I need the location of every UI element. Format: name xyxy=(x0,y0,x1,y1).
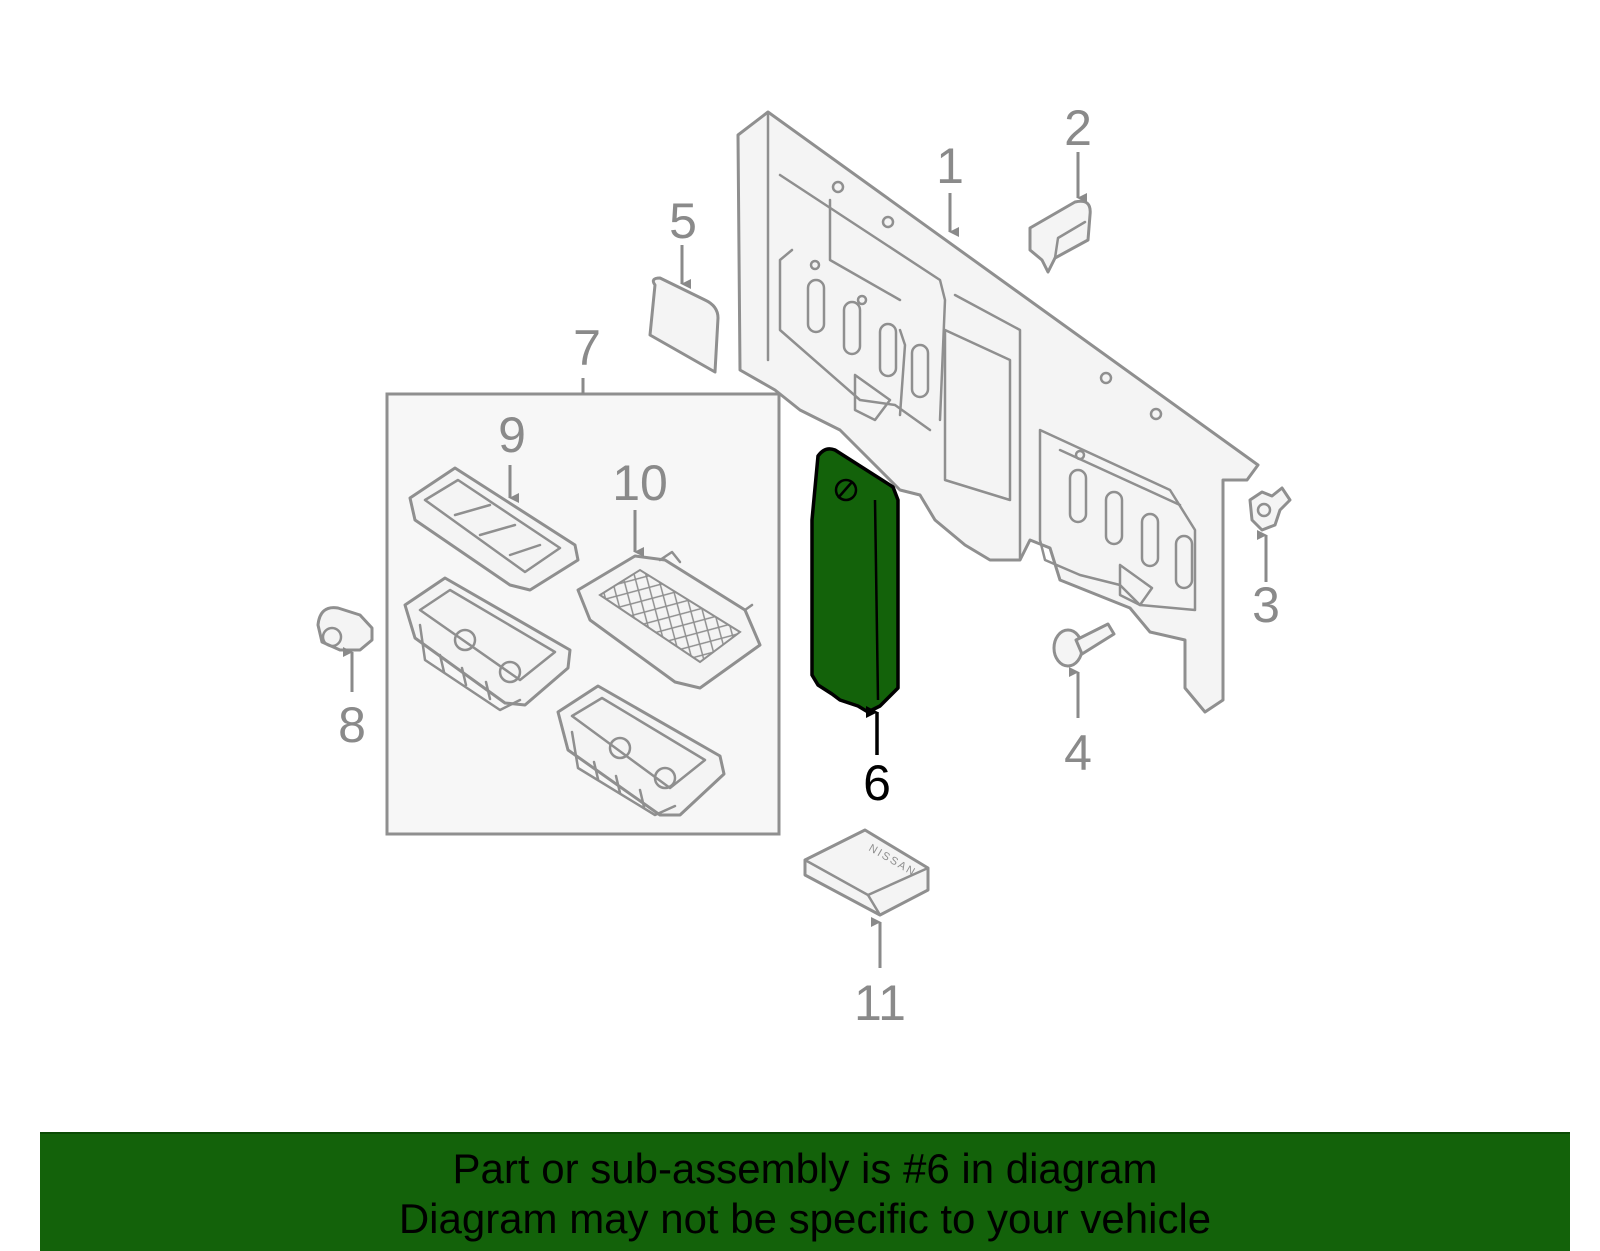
nissan-box-part-11: NISSAN xyxy=(803,828,930,917)
storage-bin-part xyxy=(403,576,572,712)
mesh-tray-part-10 xyxy=(576,550,762,690)
clip-part-8 xyxy=(316,606,374,652)
cover-panel-part xyxy=(648,276,720,374)
callout-6-highlighted: 6 xyxy=(863,755,891,811)
banner-part-info: Part or sub-assembly is #6 in diagram xyxy=(452,1145,1158,1192)
tray-part-9 xyxy=(408,466,580,592)
callout-2: 2 xyxy=(1064,100,1092,156)
callout-4: 4 xyxy=(1064,725,1092,781)
back-panel-part xyxy=(736,110,1260,714)
screw-part xyxy=(1052,622,1116,668)
callout-1: 1 xyxy=(936,138,964,194)
callout-7: 7 xyxy=(573,320,601,376)
bracket-clip-part xyxy=(1028,199,1092,274)
callout-9: 9 xyxy=(498,407,526,463)
callout-3: 3 xyxy=(1252,577,1280,633)
push-clip-part xyxy=(1248,486,1292,532)
banner-disclaimer: Diagram may not be specific to your vehi… xyxy=(398,1195,1212,1242)
trim-panel-part-highlighted xyxy=(810,447,900,714)
callout-11: 11 xyxy=(854,975,906,1031)
storage-bin-part-lower xyxy=(556,684,726,817)
callout-10: 10 xyxy=(612,455,668,511)
callout-8: 8 xyxy=(338,697,366,753)
callout-5: 5 xyxy=(669,193,697,249)
info-banner: Part or sub-assembly is #6 in diagram Di… xyxy=(40,1132,1570,1251)
